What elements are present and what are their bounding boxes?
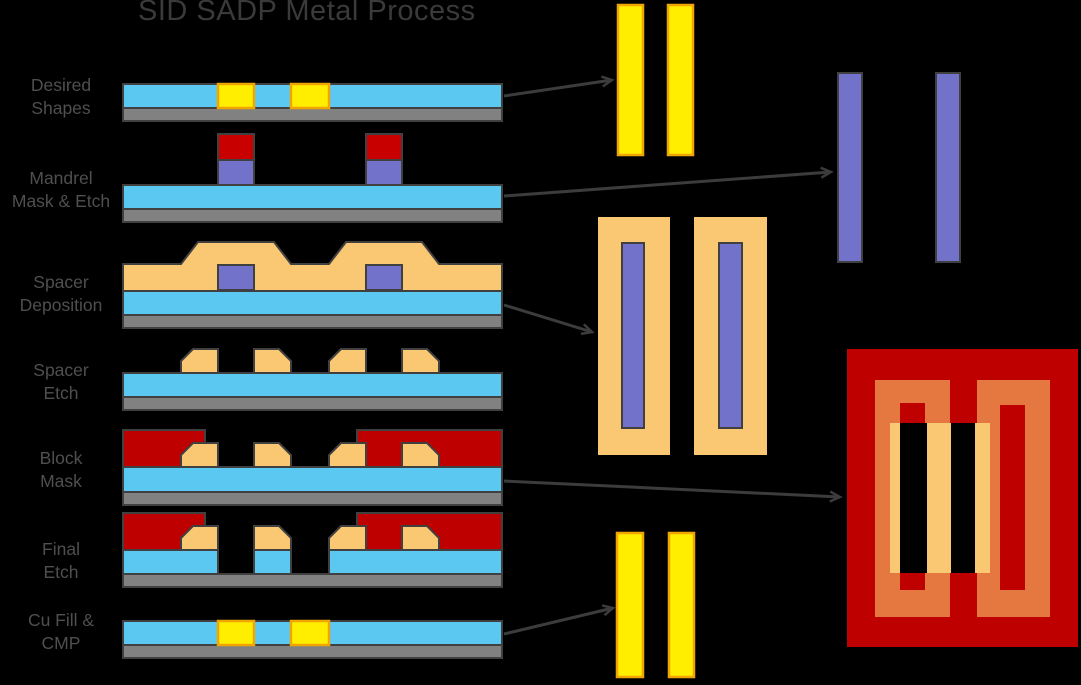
substrate-layer	[122, 208, 503, 223]
loop-2-core-mask	[1000, 405, 1025, 590]
cu-bar-1	[615, 531, 645, 679]
xsection-desired-shapes	[122, 82, 503, 122]
substrate-layer	[122, 573, 503, 588]
mandrel-2	[365, 264, 403, 291]
metal-bar-2	[666, 3, 695, 157]
cu-line-1	[216, 619, 256, 647]
spacer-4	[401, 348, 440, 374]
cu-bar-2	[667, 531, 696, 679]
arrow-block-to-topview	[503, 479, 843, 503]
metal-line-2	[289, 82, 331, 110]
substrate-layer	[122, 491, 503, 506]
arrow-desired-to-topview	[503, 75, 615, 98]
oxide-layer	[122, 290, 503, 316]
spacer-1	[180, 442, 219, 468]
page-title: SID SADP Metal Process	[138, 0, 476, 27]
mandrel-1	[217, 264, 255, 291]
spacer-2	[253, 348, 292, 374]
substrate-layer	[122, 644, 503, 659]
etched-trench-1	[900, 423, 927, 573]
xsection-cu-fill-cmp	[122, 619, 503, 659]
arrow-cufill-to-topview	[503, 604, 616, 636]
spacer-3	[328, 442, 367, 468]
spacer-3	[328, 348, 367, 374]
spacer-1	[180, 525, 219, 551]
topview-desired-metal	[616, 3, 695, 157]
xsection-spacer-etch	[122, 348, 503, 411]
step-label-desired-shapes: Desired Shapes	[30, 75, 92, 118]
mandrel-bar-1	[621, 242, 645, 429]
oxide-layer	[122, 466, 503, 493]
resist-cap-2	[365, 133, 403, 161]
spacer-film	[122, 241, 503, 292]
xsection-mandrel-mask-etch	[122, 133, 503, 223]
xsection-final-etch	[122, 512, 503, 588]
substrate-layer	[122, 107, 503, 122]
substrate-layer	[122, 396, 503, 411]
spacer-2	[253, 442, 292, 468]
topview-mandrels	[837, 72, 961, 263]
spacer-4	[401, 525, 440, 551]
step-label-spacer-etch: Spacer Etch	[33, 360, 89, 403]
metal-bar-1	[616, 3, 645, 157]
resist-cap-1	[217, 133, 255, 161]
xsection-spacer-deposition	[122, 241, 503, 329]
step-label-spacer-deposition: Spacer Deposition	[19, 272, 103, 315]
oxide-layer	[122, 372, 503, 398]
xsection-block-mask	[122, 429, 503, 506]
oxide-segment-1	[122, 549, 219, 575]
substrate-layer	[122, 314, 503, 329]
mandrel-bar-2	[935, 72, 961, 263]
step-label-final-etch: Final Etch	[42, 539, 80, 582]
step-label-mandrel-mask-etch: Mandrel Mask & Etch	[11, 168, 111, 211]
metal-line-1	[216, 82, 256, 110]
mandrel-1	[217, 159, 255, 186]
oxide-layer	[122, 184, 503, 210]
mandrel-2	[365, 159, 403, 186]
spacer-2	[253, 525, 292, 551]
arrow-spacer-to-topview	[503, 303, 595, 336]
topview-spacer-loops	[598, 217, 767, 455]
etched-trench-2	[951, 423, 975, 573]
cu-line-2	[289, 619, 331, 647]
mandrel-bar-1	[837, 72, 863, 263]
spacer-4	[401, 442, 440, 468]
topview-block-mask-etch	[847, 349, 1078, 647]
oxide-segment-2	[253, 549, 292, 575]
step-label-cu-fill-cmp: Cu Fill & CMP	[27, 610, 95, 653]
spacer-3	[328, 525, 367, 551]
oxide-segment-3	[328, 549, 503, 575]
mandrel-bar-2	[718, 242, 743, 429]
topview-final-cu-lines	[615, 531, 696, 679]
spacer-1	[180, 348, 219, 374]
step-label-block-mask: Block Mask	[39, 448, 83, 491]
arrow-mandrel-to-topview	[503, 166, 834, 198]
